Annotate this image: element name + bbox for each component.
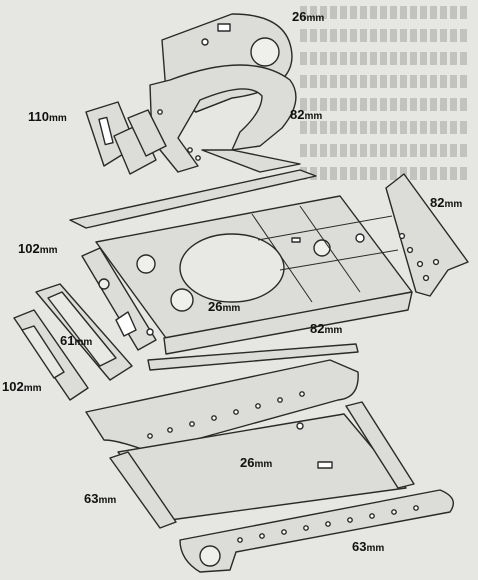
floor-side-strip (345, 401, 415, 489)
hull-bottom-edge-part (163, 291, 413, 355)
label-hull-top: 26mm (208, 299, 241, 315)
label-glacis: 61mm (60, 333, 93, 349)
turret-side-part (149, 64, 301, 173)
skirt-strip-part (147, 343, 359, 371)
lower-front-part (13, 309, 89, 401)
glacis-part (35, 283, 133, 381)
label-hull-side-right: 82mm (430, 195, 463, 211)
label-turret-top: 26mm (292, 9, 325, 25)
track-right-part (179, 489, 454, 573)
label-hull-floor: 26mm (240, 455, 273, 471)
label-hull-front: 102mm (18, 241, 58, 257)
label-mantlet: 110mm (28, 109, 67, 125)
label-track-left: 63mm (84, 491, 117, 507)
hull-floor-part (85, 359, 407, 521)
label-lower-front: 102mm (2, 379, 42, 395)
mantlet-part (85, 101, 167, 175)
hull-side-right-part (385, 173, 469, 297)
track-left-part (109, 451, 177, 529)
label-turret-side: 82mm (290, 107, 323, 123)
label-hull-bottom-edge: 82mm (310, 321, 343, 337)
label-track-right: 63mm (352, 539, 385, 555)
show-through-text (300, 6, 470, 186)
hull-front-strip (69, 169, 317, 229)
hull-front-plate-part (81, 247, 157, 351)
